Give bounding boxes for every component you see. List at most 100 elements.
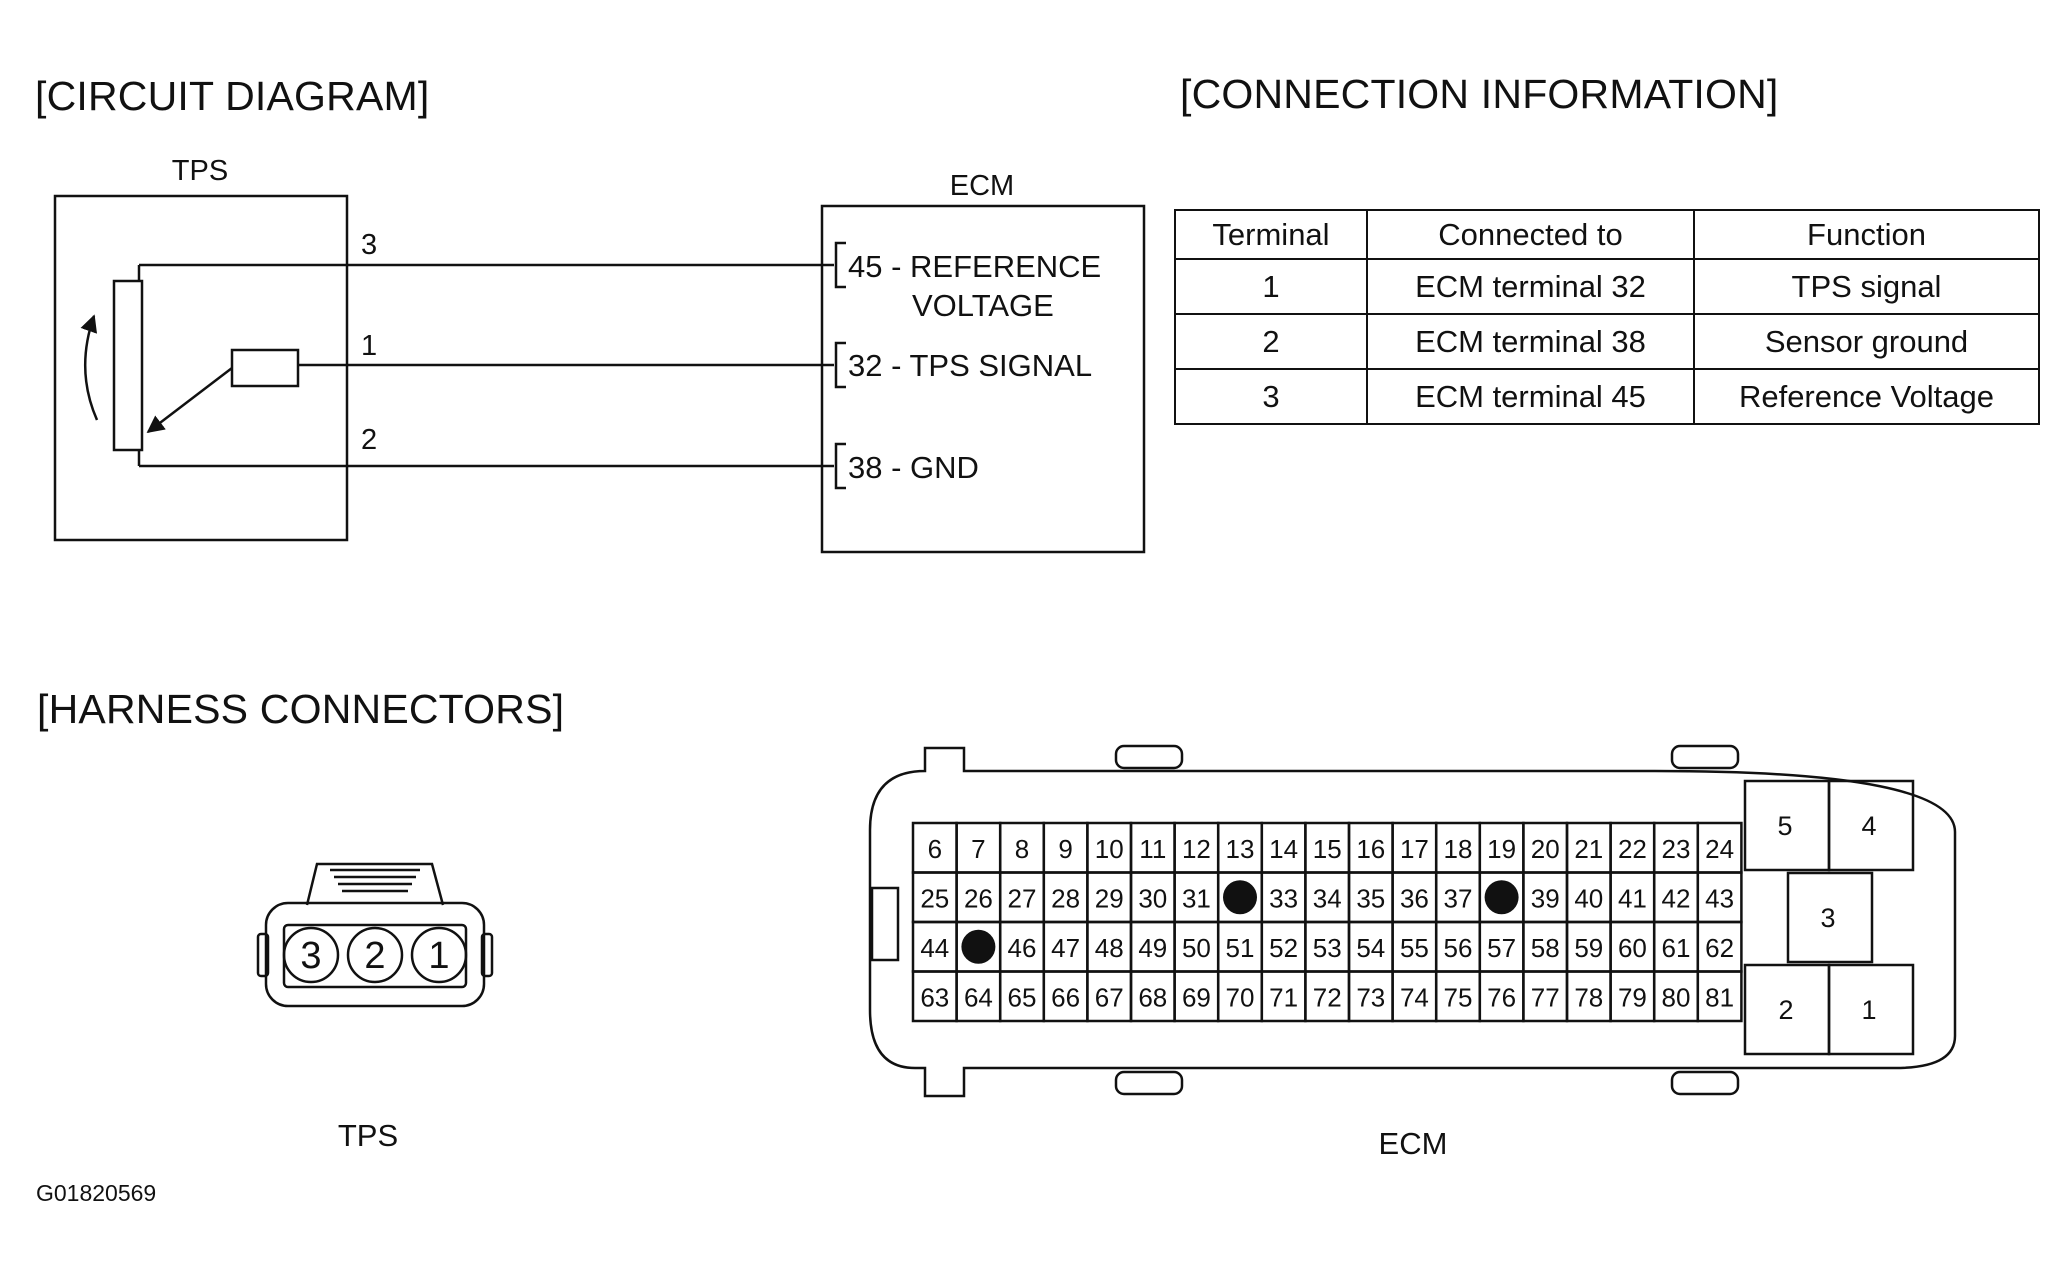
ecm-terminal-33-number: 33 [1269,883,1298,913]
ecm-connector-bottom-lug-right [1670,1070,1740,1096]
ecm-terminal-38-label: 38 - GND [848,450,979,485]
ecm-big-terminal-3-label: 3 [1820,903,1835,933]
ecm-terminal-9-number: 9 [1058,834,1072,864]
ecm-terminal-19-number: 19 [1487,834,1516,864]
ecm-block [820,204,1146,554]
ecm-terminal-64-number: 64 [964,982,993,1012]
header-function: Function [1693,209,2040,260]
ecm-terminal-48-number: 48 [1095,933,1124,963]
ecm-terminal-18-number: 18 [1444,834,1473,864]
ecm-terminal-39-number: 39 [1531,883,1560,913]
ecm-connector-body [868,746,1957,1098]
ecm-terminal-11-number: 11 [1139,834,1166,864]
ecm-terminal-6-number: 6 [928,834,942,864]
ecm-terminal-16-number: 16 [1356,834,1385,864]
ecm-terminal-76-number: 76 [1487,982,1516,1012]
ecm-terminal-51-number: 51 [1226,933,1255,963]
tps-pin-3 [282,926,340,984]
cell-connected-to: ECM terminal 32 [1366,258,1695,315]
cell-function: Reference Voltage [1693,368,2040,425]
ecm-terminal-61-number: 61 [1662,933,1691,963]
ecm-terminal-10-number: 10 [1095,834,1124,864]
ecm-terminal-28-number: 28 [1051,883,1080,913]
ecm-terminal-56-number: 56 [1444,933,1473,963]
ecm-terminal-70-number: 70 [1226,982,1255,1012]
table-row: 1 ECM terminal 32 TPS signal [1174,258,2040,315]
ecm-terminal-81 [1696,970,1743,1023]
ecm-terminal-67-number: 67 [1095,982,1124,1012]
ecm-terminal-41-number: 41 [1618,883,1647,913]
ecm-terminal-38-bracket [834,442,846,490]
ecm-terminal-65-number: 65 [1008,982,1037,1012]
ecm-terminal-81-number: 81 [1705,982,1734,1012]
table-row: 3 ECM terminal 45 Reference Voltage [1174,368,2040,425]
figure-id: G01820569 [36,1180,157,1206]
ecm-big-terminal-3 [1786,871,1874,964]
ecm-big-terminal-5-label: 5 [1777,811,1792,841]
connection-information-heading: [CONNECTION INFORMATION] [1180,71,1779,117]
wiper-arrow [146,367,233,434]
ecm-terminal-32-bracket [834,341,846,389]
ecm-terminal-32-label: 32 - TPS SIGNAL [848,348,1092,383]
ecm-terminal-49-number: 49 [1138,933,1167,963]
ecm-terminal-46-number: 46 [1008,933,1037,963]
ecm-connector-side-tab [870,886,900,962]
header-connected-to: Connected to [1366,209,1695,260]
ecm-terminal-73-number: 73 [1356,982,1385,1012]
ecm-terminal-57-number: 57 [1487,933,1516,963]
circuit-diagram: TPS 3 1 2 ECM 45 - REFERENCE VOLTAGE 32 … [53,155,1146,554]
ecm-terminal-78-number: 78 [1574,982,1603,1012]
ecm-terminal-12-number: 12 [1182,834,1211,864]
ecm-terminal-35-number: 35 [1356,883,1385,913]
tps-pin-2 [346,926,404,984]
ecm-terminal-30-number: 30 [1138,883,1167,913]
cell-function: TPS signal [1693,258,2040,315]
ecm-terminal-34-number: 34 [1313,883,1342,913]
ecm-connector-caption: ECM [1379,1126,1448,1161]
tps-pin-1-number: 1 [428,935,449,977]
ecm-connector-bottom-lug-left [1114,1070,1184,1096]
ecm-block-label: ECM [950,170,1014,202]
connection-table: Terminal Connected to Function 1 ECM ter… [1174,209,2040,425]
cell-terminal: 2 [1174,313,1368,370]
ecm-connector-top-lug-left [1114,744,1184,770]
ecm-terminal-69-number: 69 [1182,982,1211,1012]
ecm-terminal-23-number: 23 [1662,834,1691,864]
cell-connected-to: ECM terminal 38 [1366,313,1695,370]
ecm-terminal-7-number: 7 [971,834,985,864]
tps-pin-1 [410,926,468,984]
ecm-terminal-25-number: 25 [920,883,949,913]
ecm-terminal-17-number: 17 [1400,834,1429,864]
tps-connector-latch [305,862,445,906]
ecm-terminal-22-number: 22 [1618,834,1647,864]
ecm-terminal-45-marker [961,929,996,964]
ecm-terminal-45-label-cont: VOLTAGE [912,288,1054,323]
tps-pin-3-number: 3 [300,935,321,977]
tps-block-label: TPS [172,155,228,187]
ecm-terminal-44-number: 44 [920,933,949,963]
tps-pin-3-label: 3 [361,229,377,261]
ecm-terminal-53-number: 53 [1313,933,1342,963]
ecm-terminal-80-number: 80 [1662,982,1691,1012]
tps-connector-left-lug [256,932,270,978]
tps-pin-2-label: 2 [361,424,377,456]
ecm-terminal-74-number: 74 [1400,982,1429,1012]
ecm-terminal-66-number: 66 [1051,982,1080,1012]
ecm-terminal-58-number: 58 [1531,933,1560,963]
ecm-terminal-52-number: 52 [1269,933,1298,963]
ecm-big-terminal-1-label: 1 [1861,995,1876,1025]
ecm-big-terminal-4-label: 4 [1861,811,1876,841]
ecm-terminal-20-number: 20 [1531,834,1560,864]
ecm-terminal-75-number: 75 [1444,982,1473,1012]
ecm-terminal-60-number: 60 [1618,933,1647,963]
ecm-terminal-59-number: 59 [1574,933,1603,963]
ecm-terminal-24-number: 24 [1705,834,1734,864]
tps-connector-right-lug [480,932,494,978]
header-terminal: Terminal [1174,209,1368,260]
ecm-terminal-54-number: 54 [1356,933,1385,963]
